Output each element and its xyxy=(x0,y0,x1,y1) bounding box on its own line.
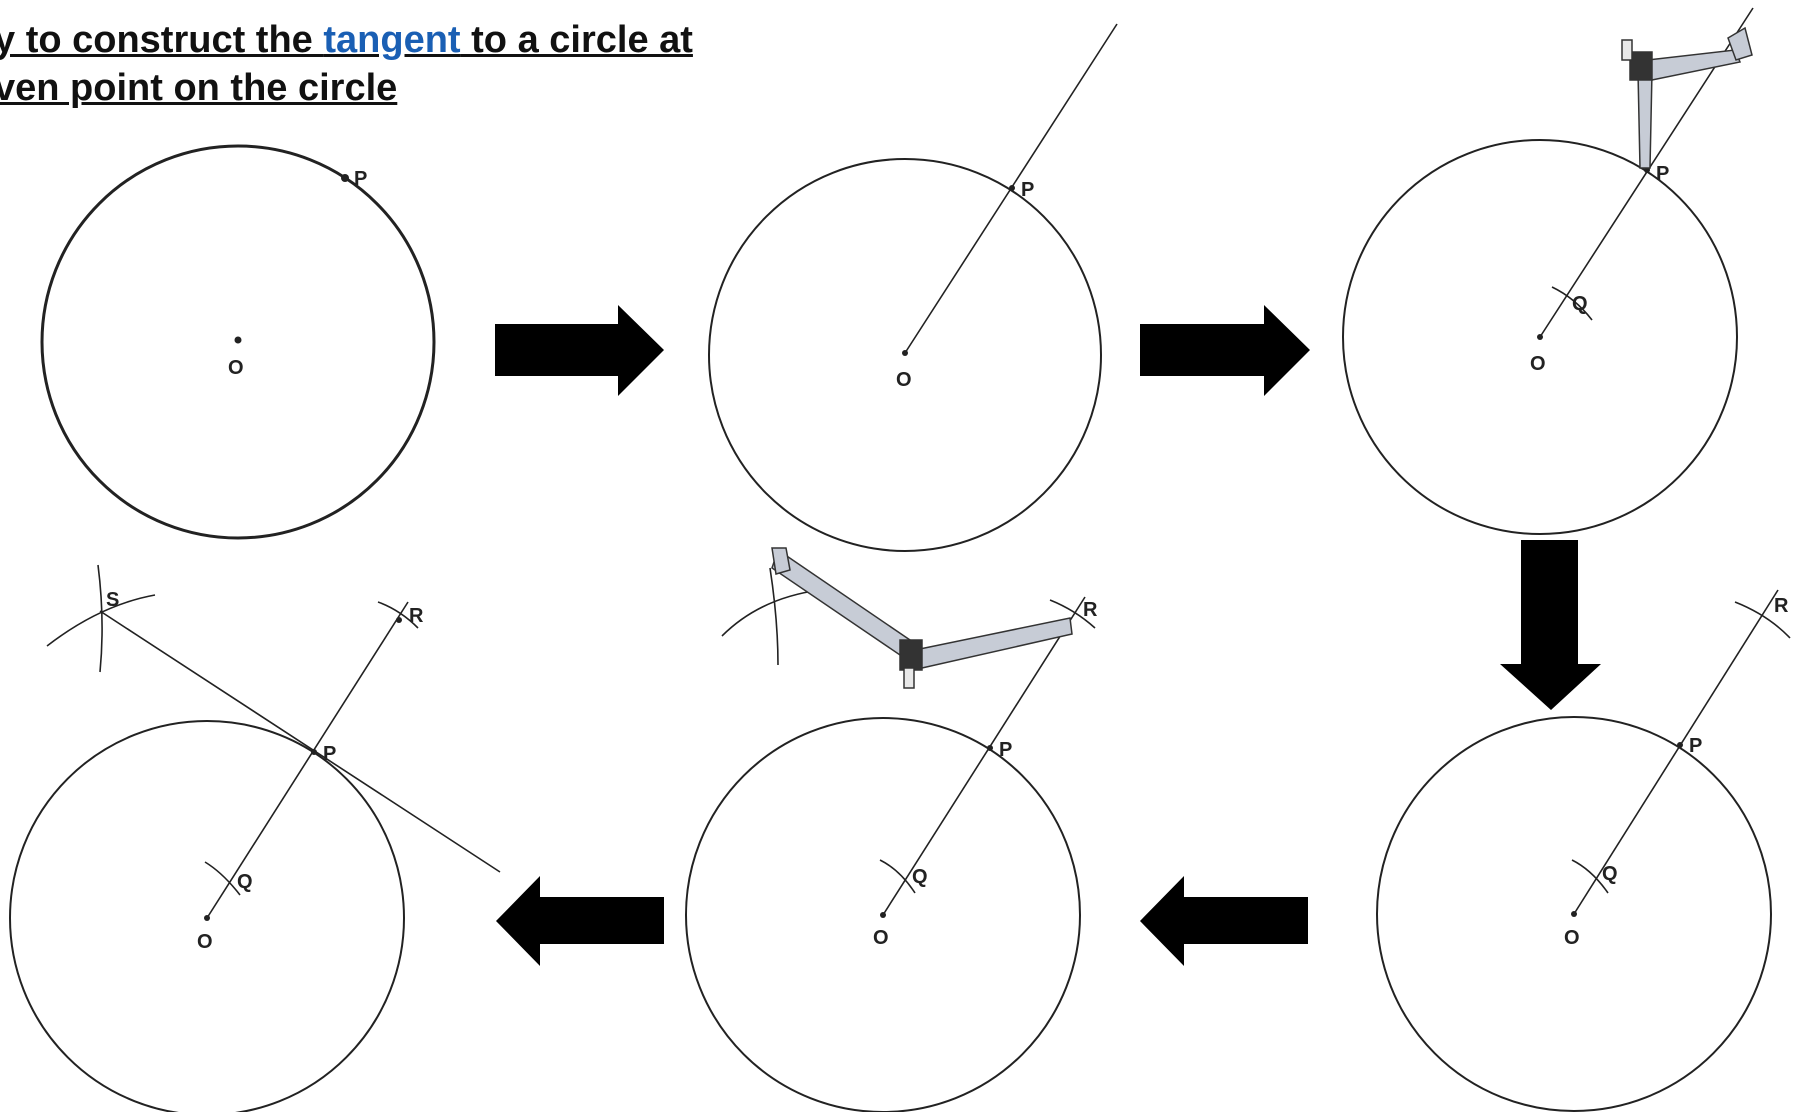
labels: O P O P O P Q O P Q R O P Q R O P Q R S xyxy=(106,163,1789,953)
arc-q xyxy=(1571,859,1609,894)
circle xyxy=(708,158,1102,552)
label-p: P xyxy=(354,168,367,190)
label-o: O xyxy=(1564,927,1580,949)
label-o: O xyxy=(896,369,912,391)
point-p xyxy=(1677,742,1683,748)
title-part-2: to a circle at xyxy=(460,19,693,61)
arrow-right-icon xyxy=(1140,305,1310,396)
step-1-panel xyxy=(40,144,436,540)
circle xyxy=(685,717,1081,1112)
center-point xyxy=(234,336,242,344)
tangent-link[interactable]: tangent xyxy=(323,19,461,61)
arrow-left-icon xyxy=(1140,876,1308,966)
compass-icon xyxy=(771,547,1073,689)
label-o: O xyxy=(873,927,889,949)
label-q: Q xyxy=(912,866,928,888)
arc-q xyxy=(204,861,241,896)
label-p: P xyxy=(1689,735,1702,757)
title-part-1: y to construct the xyxy=(0,19,324,61)
arc-r xyxy=(1734,601,1791,639)
point-p xyxy=(341,174,349,182)
label-p: P xyxy=(999,739,1012,761)
title-line-2: ven point on the circle xyxy=(0,67,398,109)
arc-s-1 xyxy=(46,594,156,647)
step-5-panel xyxy=(685,547,1096,1112)
arc-s-2 xyxy=(769,567,779,666)
point-p xyxy=(1009,185,1015,191)
arc-q xyxy=(879,859,916,894)
label-r: R xyxy=(1774,595,1789,617)
label-o: O xyxy=(1530,353,1546,375)
center-point xyxy=(204,915,210,921)
step-6-panel xyxy=(9,564,501,1112)
label-r: R xyxy=(409,605,424,627)
point-r xyxy=(396,617,402,623)
arrow-right-icon xyxy=(495,305,664,396)
arc-s-1 xyxy=(721,589,821,637)
label-q: Q xyxy=(1572,293,1588,315)
point-p xyxy=(987,745,993,751)
center-point xyxy=(880,912,886,918)
center-point xyxy=(902,350,908,356)
compass-icon xyxy=(1621,26,1753,169)
label-s: S xyxy=(106,589,119,611)
label-p: P xyxy=(323,743,336,765)
arc-s-2 xyxy=(97,564,103,673)
circle xyxy=(1376,716,1772,1112)
arc-r xyxy=(1049,599,1096,629)
step-3-panel xyxy=(1342,7,1754,535)
arc-r xyxy=(377,601,419,629)
label-p: P xyxy=(1021,179,1034,201)
circle xyxy=(1342,139,1738,535)
step-2-panel xyxy=(708,23,1118,552)
ray-op xyxy=(882,596,1086,916)
step-4-panel xyxy=(1376,589,1791,1112)
arrow-left-icon xyxy=(496,876,664,966)
label-p: P xyxy=(1656,163,1669,185)
label-q: Q xyxy=(237,871,253,893)
ray-op xyxy=(206,601,409,919)
arrow-down-icon xyxy=(1500,540,1601,710)
label-q: Q xyxy=(1602,863,1618,885)
circle xyxy=(40,144,436,540)
tangent-line xyxy=(99,610,501,873)
center-point xyxy=(1571,911,1577,917)
label-o: O xyxy=(228,357,244,379)
label-o: O xyxy=(197,931,213,953)
arc-q xyxy=(1551,286,1593,321)
label-r: R xyxy=(1083,599,1098,621)
center-point xyxy=(1537,334,1543,340)
page-title: y to construct the tangent to a circle a… xyxy=(0,16,693,112)
circle xyxy=(9,720,405,1112)
point-p xyxy=(311,749,317,755)
ray-op xyxy=(1573,589,1779,915)
